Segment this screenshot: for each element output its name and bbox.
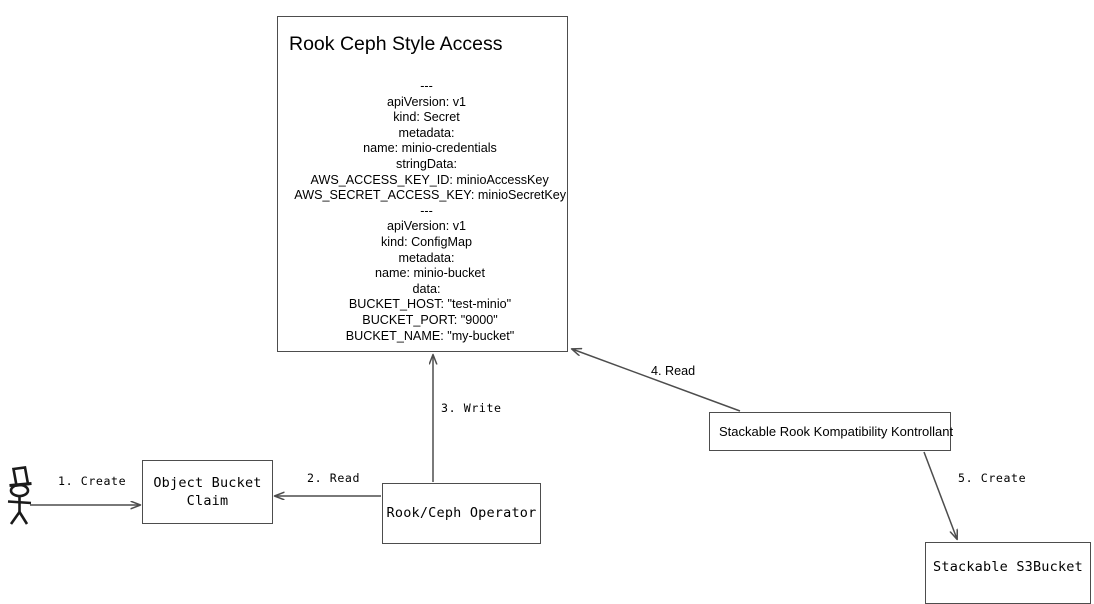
edge-label-read-4: 4. Read	[651, 364, 696, 378]
node-label-object-bucket-claim: Object Bucket Claim	[153, 474, 262, 509]
user-stick-figure-with-top-hat-icon	[7, 466, 32, 525]
node-label-rook-ceph-operator: Rook/Ceph Operator	[386, 505, 537, 522]
edge-label-create-1: 1. Create	[58, 474, 127, 488]
yaml-manifest-text: --- apiVersion: v1 kind: Secret metadata…	[294, 79, 567, 343]
diagram-canvas	[30, 0, 1094, 591]
node-stackable-rook-kompatibility-kontrollant[interactable]: Stackable Rook Kompatibility Kontrollant	[709, 412, 954, 451]
node-object-bucket-claim[interactable]: Object Bucket Claim	[142, 460, 273, 524]
node-label-stackable-s3bucket: Stackable S3Bucket	[933, 559, 1083, 575]
edge-label-write-3: 3. Write	[441, 401, 502, 415]
node-label-stackable-rook-kompatibility-kontrollant: Stackable Rook Kompatibility Kontrollant	[719, 424, 954, 439]
node-rook-ceph-style-access[interactable]: Rook Ceph Style Access --- apiVersion: v…	[277, 16, 568, 352]
edge-label-create-5: 5. Create	[958, 471, 1027, 485]
node-stackable-s3bucket[interactable]: Stackable S3Bucket	[925, 542, 1091, 604]
node-rook-ceph-operator[interactable]: Rook/Ceph Operator	[382, 483, 541, 544]
edge-read-4-arrow	[572, 349, 741, 412]
edge-label-read-2: 2. Read	[307, 471, 361, 485]
node-title-rook-ceph-style-access: Rook Ceph Style Access	[289, 33, 503, 55]
edge-create-5-arrow	[923, 451, 957, 539]
